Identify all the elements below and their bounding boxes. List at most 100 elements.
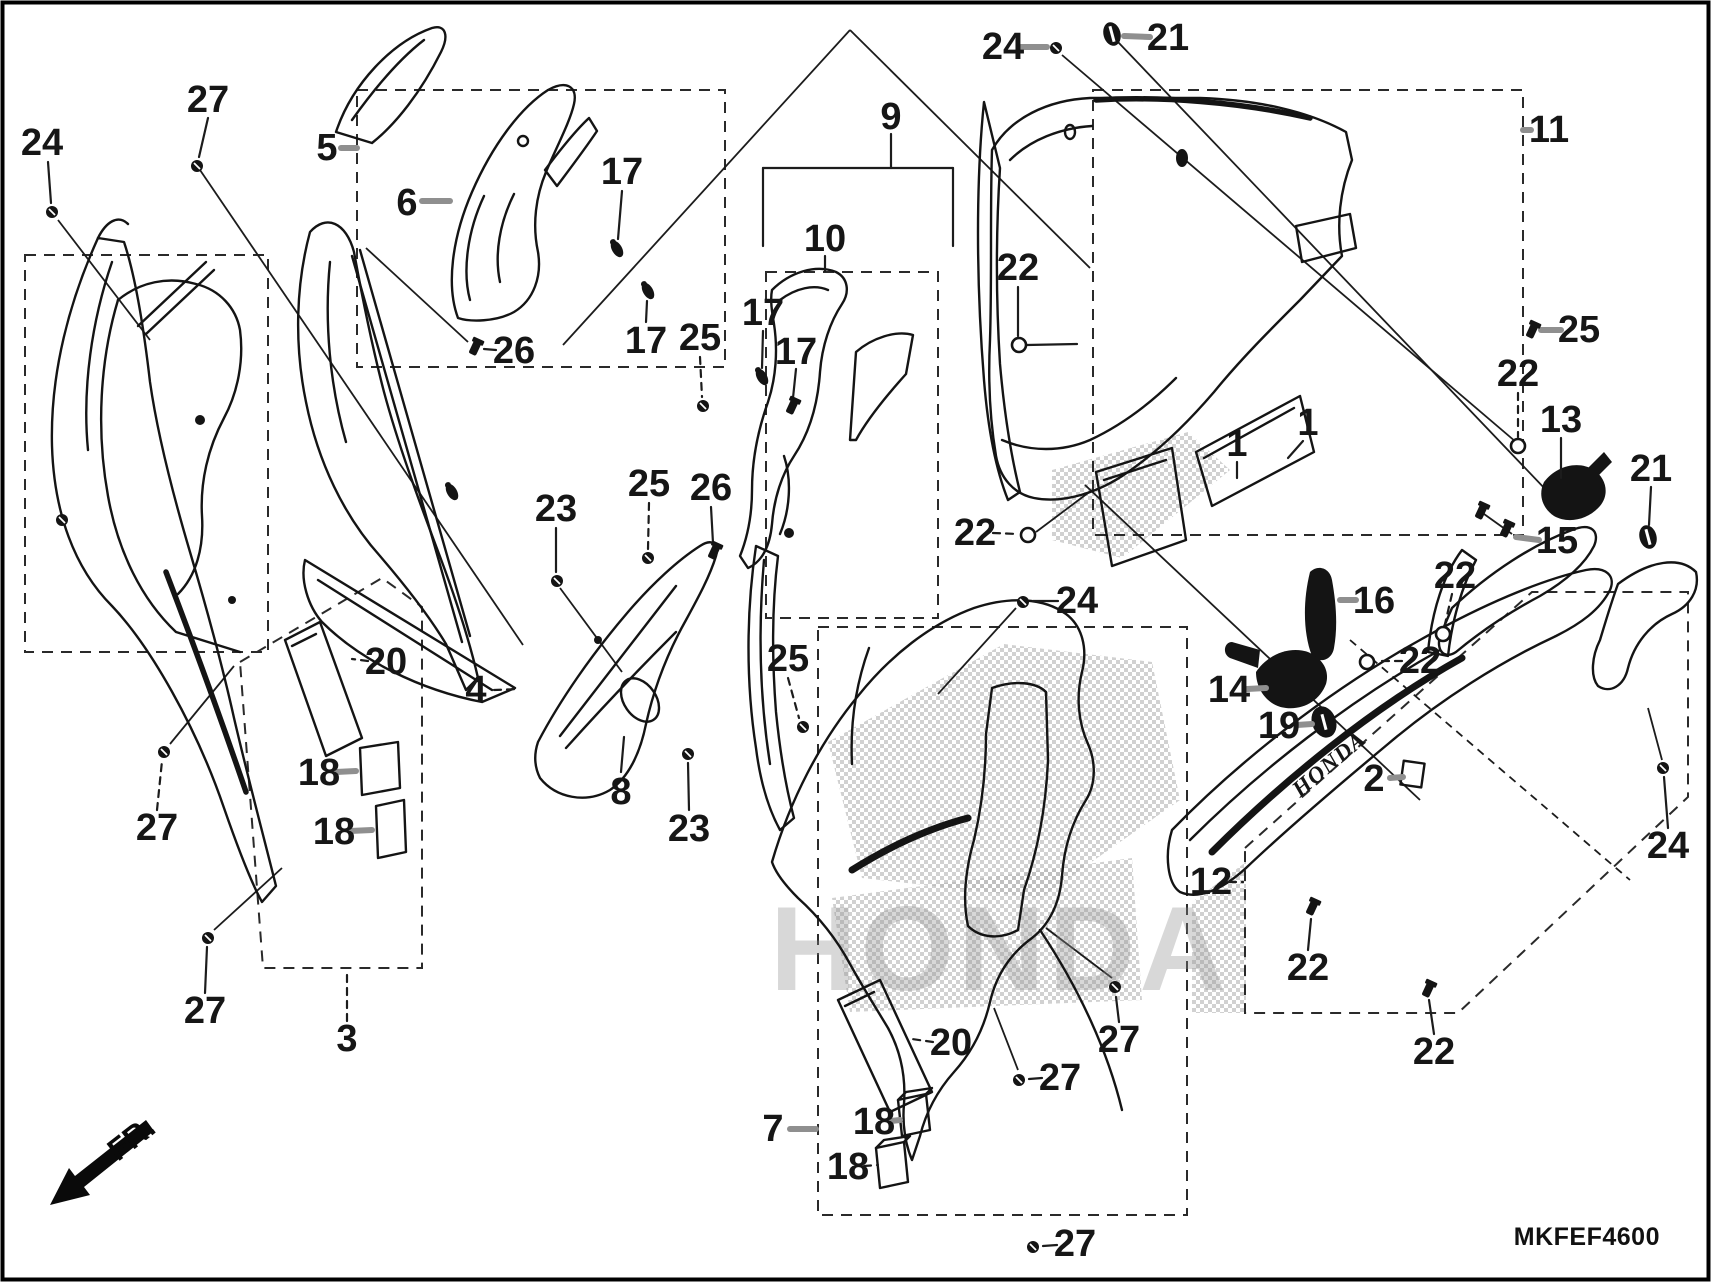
part-center-lower-cowl: [770, 599, 1124, 1162]
callout-9: 9: [761, 96, 955, 248]
callout-16: 16: [1337, 580, 1395, 622]
callout-leader: [1662, 775, 1670, 830]
leader-line: [849, 29, 1091, 269]
leader-line: [1045, 927, 1113, 979]
callout-leader: [1513, 534, 1542, 543]
callout-label: 25: [767, 638, 809, 680]
callout-leader: [203, 945, 209, 995]
callout-17: 17: [742, 292, 784, 386]
callout-20: 20: [350, 641, 407, 683]
fastener-screw-icon: [1017, 596, 1029, 608]
callout-10: 10: [804, 218, 846, 273]
fastener-screw-icon: [551, 575, 563, 587]
fastener-screw-icon: [46, 206, 58, 218]
callout-label: 16: [1353, 580, 1395, 622]
callout-21: 21: [1103, 17, 1189, 59]
callout-23: 23: [535, 488, 577, 587]
callout-leader: [910, 1037, 935, 1044]
callout-24: 24: [1647, 762, 1689, 867]
fastener-bolt-icon: [1526, 319, 1542, 339]
callout-label: 27: [187, 79, 229, 121]
fastener-bolt-icon: [1500, 518, 1516, 538]
callout-leader: [791, 367, 798, 400]
callout-22: 22: [954, 512, 1037, 554]
callout-label: 9: [880, 96, 901, 138]
leader-line: [1035, 489, 1093, 533]
fastener-grommet-icon: [1103, 22, 1121, 46]
callout-label: 22: [1497, 353, 1539, 395]
callout-18: 18: [298, 752, 359, 794]
ring-body: [1509, 437, 1527, 455]
callout-15: 15: [1513, 520, 1578, 562]
fastener-bolt-icon: [469, 336, 485, 356]
callout-label: 1: [1297, 402, 1318, 444]
callout-label: 2: [1363, 758, 1384, 800]
bolt-head: [711, 540, 724, 550]
bolt-shank: [1475, 504, 1487, 520]
part-16-stay: [1304, 567, 1337, 661]
bolt-shank: [708, 544, 720, 560]
callout-leader: [1387, 774, 1406, 781]
callout-27: 27: [187, 79, 229, 172]
hatch-shading: [1192, 862, 1246, 1013]
callout-label: 25: [1558, 309, 1600, 351]
callout-label: 24: [1056, 580, 1098, 622]
leader-line: [199, 169, 524, 646]
screw-slot: [48, 208, 56, 216]
callout-leader: [644, 299, 649, 324]
screw-slot: [1052, 44, 1060, 52]
part-11-right-middle-cowl: [976, 96, 1358, 502]
screw-slot: [1029, 1243, 1037, 1251]
diagram-code: MKFEF4600: [1514, 1223, 1660, 1251]
fastener-screw-icon: [1027, 1241, 1039, 1253]
callout-label: 18: [313, 811, 355, 853]
leader-line: [559, 587, 623, 673]
part-5-garnish: [334, 26, 447, 145]
ring-body: [1358, 653, 1376, 671]
callout-20: 20: [910, 1022, 972, 1064]
screw-slot: [58, 516, 66, 524]
bolt-shank: [1422, 982, 1434, 998]
callout-leader: [1027, 1076, 1044, 1081]
callout-label: 24: [21, 122, 63, 164]
callout-leader: [1294, 721, 1315, 728]
callout-label: 8: [610, 771, 631, 813]
callout-label: 18: [853, 1101, 895, 1143]
fastener-screw-icon: [1109, 981, 1121, 993]
clip-head: [641, 281, 647, 288]
part-12-right-lower-cowl: [1166, 525, 1699, 896]
callout-label: 22: [997, 247, 1039, 289]
callout-24: 24: [21, 122, 63, 218]
callout-12: 12: [1190, 861, 1245, 903]
callout-leader: [862, 1163, 880, 1168]
grommet-slot: [1644, 528, 1652, 546]
callout-leader: [646, 501, 651, 551]
callout-25: 25: [628, 463, 670, 564]
callout-11: 11: [1520, 109, 1569, 151]
fastener-clip-icon: [641, 281, 655, 300]
callout-leader: [197, 116, 210, 159]
fastener-screw-icon: [682, 748, 694, 760]
bolt-shank: [469, 340, 481, 356]
callout-label: 10: [804, 218, 846, 260]
callout-leader: [1025, 342, 1079, 347]
callout-18: 18: [827, 1146, 880, 1188]
part-6-air-duct: [450, 84, 599, 322]
callout-5: 5: [316, 127, 360, 169]
clip-head: [445, 482, 451, 489]
part-8-inner-cover: [534, 541, 719, 799]
callout-leader: [1121, 33, 1153, 40]
callout-label: 17: [742, 292, 784, 334]
leader-line: [1349, 639, 1631, 881]
fastener-ring-icon: [1019, 526, 1037, 544]
fastener-screw-icon: [1050, 42, 1062, 54]
callout-leader: [1647, 485, 1653, 527]
screw-slot: [684, 750, 692, 758]
bolt-shank: [786, 399, 798, 415]
fastener-screw-icon: [797, 721, 809, 733]
callout-label: 21: [1147, 17, 1189, 59]
callout-7: 7: [762, 1108, 819, 1150]
callout-leader: [786, 676, 801, 720]
